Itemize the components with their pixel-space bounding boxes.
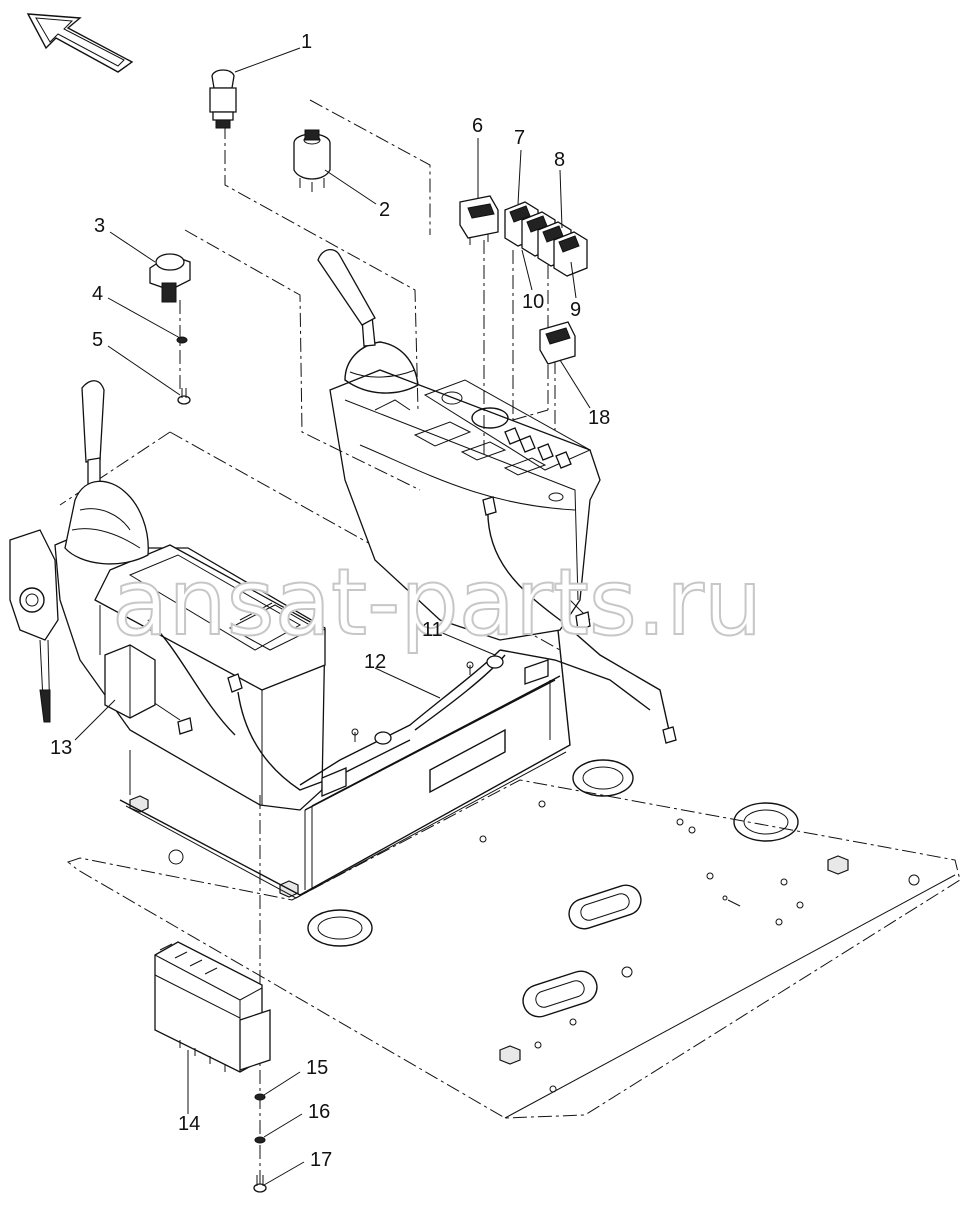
callout-10: 10 — [522, 291, 544, 313]
callout-11: 11 — [422, 619, 443, 641]
part-2-key-switch — [293, 129, 331, 192]
callout-leaders — [74, 47, 591, 1186]
watermark-text: ansat-parts.ru — [112, 549, 762, 656]
console-base-frame — [59, 431, 571, 899]
callout-2: 2 — [379, 199, 390, 221]
direction-arrow-icon — [26, 13, 134, 73]
callout-13: 13 — [50, 737, 72, 759]
callout-1: 1 — [301, 31, 312, 53]
callout-15: 15 — [306, 1057, 328, 1079]
part-4-washer — [176, 336, 188, 344]
callout-6: 6 — [472, 115, 483, 137]
callout-18: 18 — [588, 407, 610, 429]
part-18-rocker-switch — [539, 321, 576, 365]
callout-16: 16 — [308, 1101, 330, 1123]
callout-17: 17 — [310, 1149, 332, 1171]
callout-numbers: 1 2 3 4 5 6 7 8 9 10 11 12 13 14 15 16 1… — [50, 31, 610, 1171]
callout-14: 14 — [178, 1113, 200, 1135]
left-console — [9, 380, 411, 811]
callout-7: 7 — [514, 127, 525, 149]
callout-9: 9 — [570, 299, 581, 321]
part-5-screw — [177, 388, 191, 405]
callout-3: 3 — [94, 215, 105, 237]
wiring-harness — [299, 649, 651, 797]
right-console — [317, 249, 677, 744]
callout-8: 8 — [554, 149, 565, 171]
part-6-rocker-switch — [459, 195, 499, 245]
part-3-socket — [149, 253, 191, 303]
callout-12: 12 — [364, 651, 386, 673]
parts-15-17-fasteners — [253, 1093, 267, 1193]
part-14-controller — [154, 941, 271, 1073]
callout-4: 4 — [92, 283, 103, 305]
part-1-push-button — [209, 69, 237, 129]
callout-5: 5 — [92, 329, 103, 351]
floor-plate — [66, 759, 961, 1119]
parts-7-10-switch-block — [504, 201, 588, 277]
